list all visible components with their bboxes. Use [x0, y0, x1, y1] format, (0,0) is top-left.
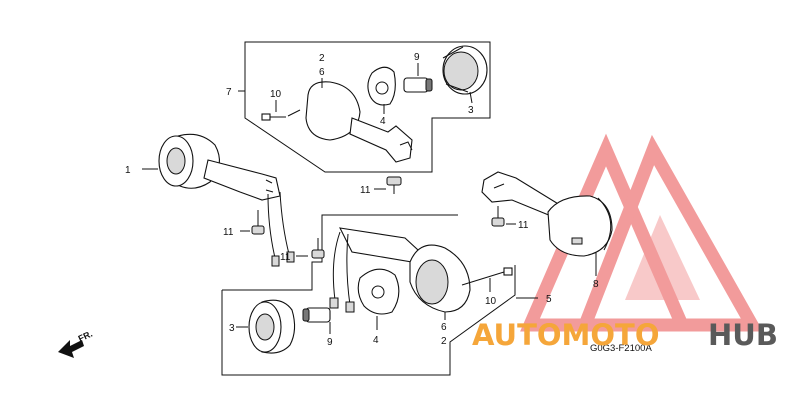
screw-11-d	[491, 206, 516, 227]
label-10-bottom: 10	[485, 296, 497, 307]
front-direction-arrow-icon: FR.	[58, 329, 94, 358]
screw-11-c	[296, 238, 325, 259]
top-gasket-part	[367, 66, 396, 114]
label-4-bottom: 4	[373, 335, 379, 346]
left-turn-signal-part	[142, 133, 295, 267]
label-2-bottom: 2	[441, 336, 447, 347]
right-turn-signal-part	[481, 171, 613, 276]
label-11-d: 11	[518, 220, 529, 231]
top-housing-part	[287, 78, 413, 163]
label-2-top: 2	[319, 53, 325, 64]
bottom-assembly-box	[221, 214, 516, 376]
top-bulb-part	[403, 63, 433, 93]
label-11-c: 11	[280, 252, 291, 263]
label-11-b: 11	[223, 227, 234, 238]
label-6-top: 6	[319, 67, 325, 78]
label-3-bottom: 3	[229, 323, 235, 334]
label-10-top: 10	[270, 89, 282, 100]
screw-11-b	[240, 210, 265, 235]
watermark-text: AUTOMOTO HUB	[472, 318, 778, 352]
label-8: 8	[593, 279, 599, 290]
label-1: 1	[125, 165, 131, 176]
bottom-gasket-part	[357, 268, 400, 330]
label-11-a: 11	[360, 185, 371, 196]
watermark-text-accent: AUTOMOTO	[472, 318, 659, 352]
top-lens-part	[442, 45, 488, 104]
bottom-lens-part	[236, 299, 296, 354]
top-screw-part	[261, 100, 286, 121]
bottom-screw-10-part	[461, 267, 513, 292]
label-5: 5	[546, 294, 552, 305]
bottom-housing-part	[409, 244, 471, 320]
label-6-bottom: 6	[441, 322, 447, 333]
front-direction-label: FR.	[77, 329, 94, 344]
label-9-bottom: 9	[327, 337, 333, 348]
label-7: 7	[226, 87, 232, 98]
watermark-text-dark: HUB	[708, 318, 778, 352]
label-9-top: 9	[414, 52, 420, 63]
label-4-top: 4	[380, 116, 386, 127]
bottom-bulb-part	[302, 307, 331, 334]
drawing-code: G0G3-F2100A	[590, 343, 652, 354]
screw-11-a	[374, 176, 402, 194]
label-3-top: 3	[468, 105, 474, 116]
top-assembly-box	[238, 41, 491, 173]
